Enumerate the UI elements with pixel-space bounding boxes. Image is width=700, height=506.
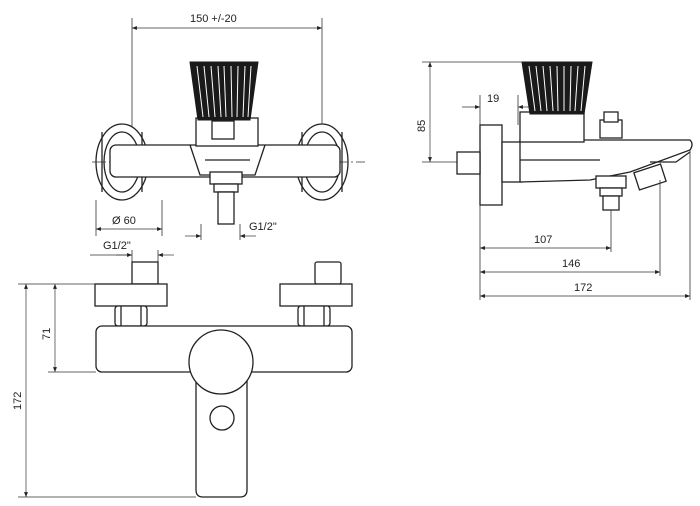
dim-thread-outlet: G1/2" bbox=[249, 221, 277, 233]
dim-depth-total: 172 bbox=[574, 282, 592, 294]
dim-width-top: 150 +/-20 bbox=[190, 13, 237, 25]
dim-front-height-body: 71 bbox=[41, 328, 53, 340]
front-view: G1/2" 71 172 bbox=[12, 240, 353, 498]
dim-height-handle: 85 bbox=[416, 120, 428, 132]
dim-front-height-total: 172 bbox=[12, 392, 24, 410]
side-view: 85 19 bbox=[416, 61, 693, 300]
dim-depth-2: 146 bbox=[562, 258, 580, 270]
mixer-body-top bbox=[109, 117, 341, 225]
dim-diameter: Ø 60 bbox=[112, 215, 136, 227]
dim-depth-1: 107 bbox=[534, 234, 552, 246]
top-view: 150 +/-20 bbox=[92, 13, 365, 240]
dim-thread-inlet: G1/2" bbox=[103, 240, 131, 252]
handle-top bbox=[189, 61, 259, 121]
handle-side bbox=[521, 61, 593, 115]
dim-spacing: 19 bbox=[487, 93, 499, 105]
